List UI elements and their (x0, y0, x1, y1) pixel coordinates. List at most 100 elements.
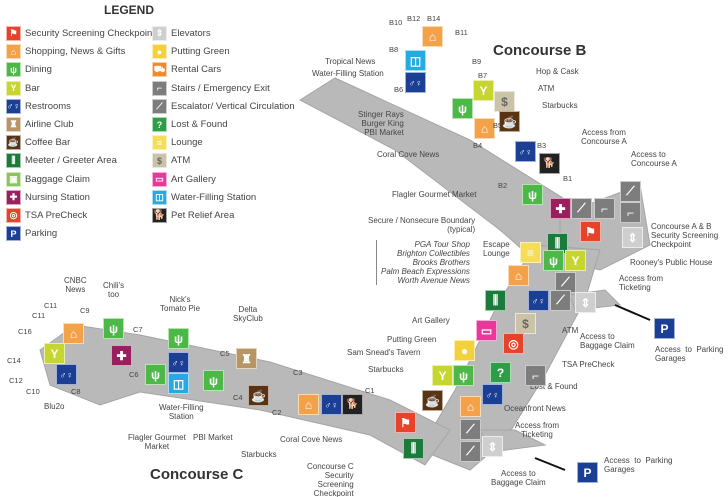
gate-label: C8 (71, 387, 81, 396)
label-parking-1: Access to Parking Garages (655, 345, 724, 363)
dining-icon (453, 365, 474, 386)
legend-label: Art Gallery (171, 173, 216, 185)
gate-label: C11 (32, 311, 46, 320)
legend-item-putting: Putting Green (152, 44, 230, 60)
meeter-icon (6, 153, 21, 169)
label-tropical-news: Tropical News (325, 57, 376, 66)
airline-icon (6, 117, 21, 132)
gate-label: B14 (427, 14, 441, 23)
security-icon (395, 412, 416, 433)
restrooms-icon (6, 98, 21, 114)
legend-item-meeter: Meeter / Greeter Area (6, 153, 117, 169)
label-boundary: Secure / Nonsecure Boundary (typical) (368, 216, 476, 234)
dining-icon (145, 364, 166, 385)
parking-arrow-1 (614, 304, 651, 321)
parking-arrows (534, 304, 651, 471)
elevator-icon (575, 292, 596, 313)
gate-label: B4 (473, 141, 483, 150)
label-coral-c: Coral Cove News (280, 435, 343, 444)
water-icon (405, 50, 426, 71)
label-access-from-a: Access from Concourse A (581, 128, 627, 146)
parking-icon (654, 318, 675, 339)
label-putting-green: Putting Green (387, 335, 437, 344)
restrooms-icon (528, 290, 549, 311)
stairs-icon (620, 202, 641, 223)
legend-item-security: Security Screening Checkpoint (6, 26, 155, 41)
atm-icon (152, 153, 167, 169)
label-hop-cask: Hop & Cask (536, 67, 579, 76)
label-access-to-a: Access to Concourse A (631, 150, 677, 168)
gate-label: B5 (493, 121, 503, 130)
elevator-icon (482, 436, 503, 457)
gate-label: C11 (44, 301, 58, 310)
legend-label: Meeter / Greeter Area (25, 155, 117, 167)
legend-item-stairs: Stairs / Emergency Exit (152, 80, 270, 96)
gate-label: C1 (365, 386, 375, 395)
gate-label: C7 (133, 325, 143, 334)
label-pbi-market: PBI Market (193, 433, 233, 442)
gate-label: C16 (18, 327, 32, 336)
gate-label: B10 (389, 18, 403, 27)
water-icon (152, 189, 167, 205)
label-sam-snead: Sam Snead's Tavern (347, 348, 421, 357)
legend-item-shopping: Shopping, News & Gifts (6, 44, 125, 60)
gate-label: B2 (498, 181, 508, 190)
legend-item-nursing: Nursing Station (6, 189, 90, 205)
legend-label: Bar (25, 82, 40, 94)
gate-label: C14 (7, 356, 21, 365)
legend-label: Putting Green (171, 46, 230, 58)
gate-label: C2 (272, 408, 282, 417)
pet-icon (539, 153, 560, 174)
legend-item-dining: Dining (6, 62, 52, 78)
coffee-icon (422, 390, 443, 411)
gate-label: B7 (478, 71, 488, 80)
gate-label: B8 (389, 45, 399, 54)
concourse-c-title: Concourse C (150, 466, 244, 483)
dining-icon (203, 370, 224, 391)
stairs-icon (152, 80, 167, 96)
legend-label: Dining (25, 64, 52, 76)
nursing-icon (550, 198, 571, 219)
label-starbucks-b: Starbucks (542, 101, 578, 110)
water-icon (168, 373, 189, 394)
bar-icon (473, 80, 494, 101)
legend-label: Lounge (171, 137, 203, 149)
atm-icon (494, 91, 515, 112)
shopping-icon (6, 44, 21, 60)
art-icon (476, 320, 497, 341)
meeter-icon (485, 290, 506, 311)
tsa-icon (6, 208, 21, 223)
legend-item-baggage: Baggage Claim (6, 171, 90, 187)
dining-icon (168, 328, 189, 349)
shopping-icon (298, 394, 319, 415)
gate-label: B3 (537, 141, 547, 150)
restrooms-icon (405, 72, 426, 93)
lounge-icon (152, 135, 167, 151)
legend-item-elevator: Elevators (152, 26, 211, 41)
concourse-b-title: Concourse B (493, 42, 587, 59)
shopping-icon (422, 26, 443, 47)
elevator-icon (152, 26, 167, 41)
concourse-c-floor (39, 324, 451, 466)
gate-label: C12 (9, 376, 23, 385)
legend-label: Restrooms (25, 100, 71, 112)
stairs-icon (525, 365, 546, 386)
legend-item-airline: Airline Club (6, 117, 74, 132)
putting-icon (152, 44, 167, 60)
dining-icon (522, 184, 543, 205)
shopping-icon (474, 118, 495, 139)
coffee-icon (248, 385, 269, 406)
bar-icon (432, 365, 453, 386)
airline-icon (236, 348, 257, 369)
baggage-icon (6, 171, 21, 187)
escalator-icon (620, 181, 641, 202)
parking-icon (577, 462, 598, 483)
label-water-c: Water-Filling Station (159, 403, 204, 421)
dining-icon (543, 250, 564, 271)
legend-label: Escalator/ Vertical Circulation (171, 100, 295, 112)
label-nicks: Nick's Tomato Pie (160, 295, 201, 313)
legend-label: Pet Relief Area (171, 210, 235, 221)
parking-arrow-2 (534, 457, 566, 471)
label-escape-lounge: Escape Lounge (483, 240, 510, 258)
